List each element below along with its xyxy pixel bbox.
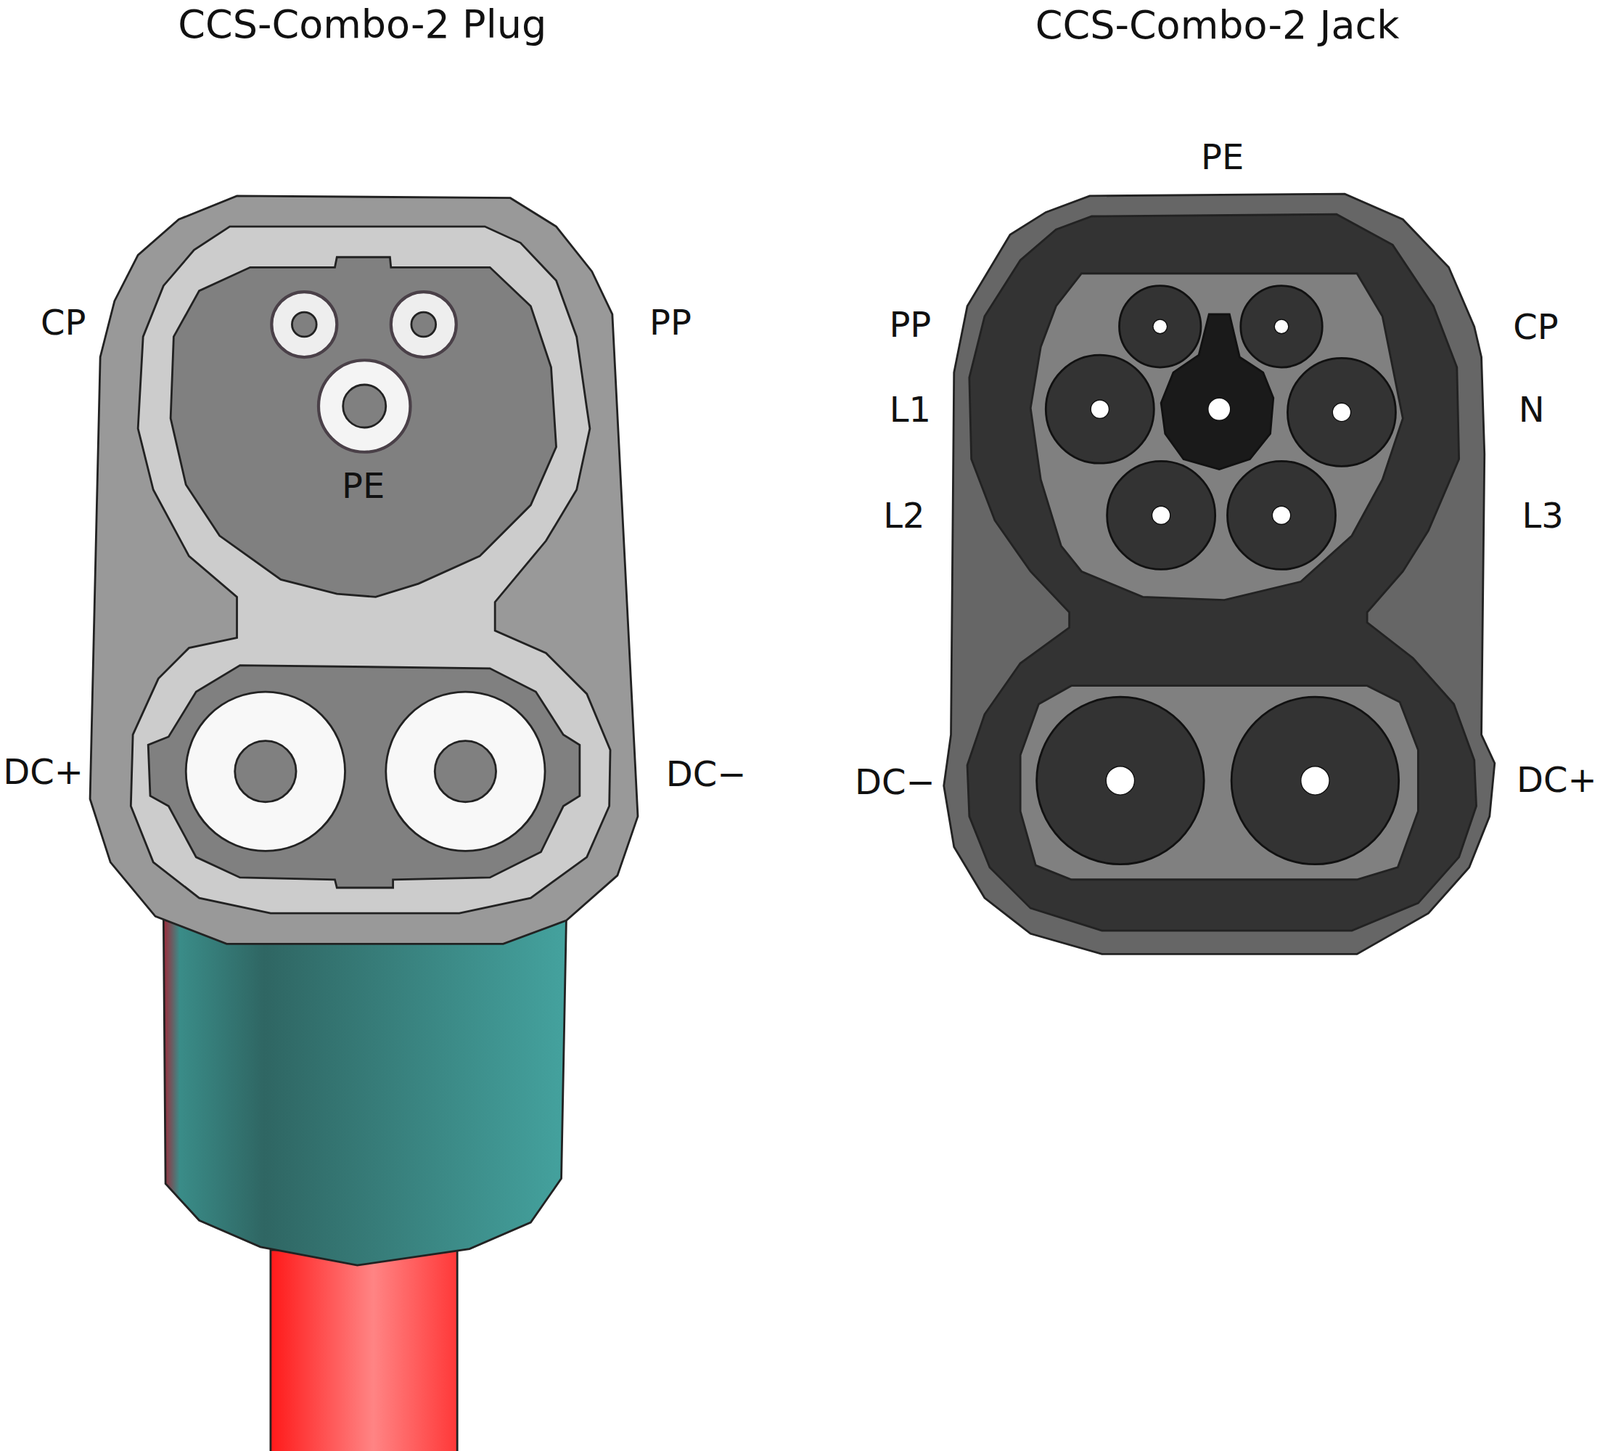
pin-socket [391,291,457,358]
pin [1045,354,1154,463]
pin [1227,460,1336,569]
pin-name: PP [888,305,931,344]
dc-socket [185,691,345,851]
pin-name: L1 [889,390,931,429]
plug-body [89,195,638,944]
pin-name: PE [341,466,385,506]
pin-name: PP [649,303,692,342]
pin-name: CP [1512,307,1558,347]
jack-ac-face [1030,273,1403,601]
pin-name: DC− [854,762,936,802]
plug [89,195,638,1451]
pin-hole [343,384,387,428]
pin-name: L3 [1522,496,1564,535]
pin-tip [1153,319,1168,334]
pin-tips [1090,319,1351,795]
jack-body [944,193,1495,954]
plug-rim [130,226,611,913]
pin-tip [1090,399,1109,418]
pin-name: DC+ [1516,760,1598,799]
handle [163,912,566,1265]
dc-pin [1231,696,1400,865]
dc-socket [386,691,545,851]
pin-tip [1301,766,1330,795]
pin-hole [434,740,496,802]
pin [1107,460,1216,569]
jack-recess [967,214,1476,931]
plug-dc-face [148,665,580,888]
pin [1119,285,1201,368]
pin-name: N [1518,390,1545,429]
cable [270,1249,458,1451]
pin [1240,285,1323,368]
pin [1287,357,1396,466]
diagram-title: CCS-Combo-2 Jack [1035,3,1400,47]
pin-socket [318,359,411,453]
jack-dc-face [1020,685,1418,880]
diagram-title: CCS-Combo-2 Plug [177,2,547,46]
dc-pin [1036,696,1205,865]
plug-ac-face [170,256,556,597]
pin-name: DC+ [2,752,84,791]
pin-hole [411,312,437,337]
pin-name: PE [1200,137,1244,177]
pin-tip [1332,402,1351,421]
pin-tip [1151,505,1170,524]
pin-hole [235,740,297,802]
pin-tip [1272,505,1291,524]
pin-tip [1105,766,1135,795]
pin-name: CP [40,303,86,342]
pin-name: L2 [883,496,925,535]
pin-socket [271,291,337,358]
pin-hole [291,312,317,337]
pin-tip [1208,397,1231,421]
jack [944,193,1495,954]
pe-pin [1160,314,1274,470]
pin-name: DC− [666,754,747,794]
pin-tip [1274,319,1289,334]
